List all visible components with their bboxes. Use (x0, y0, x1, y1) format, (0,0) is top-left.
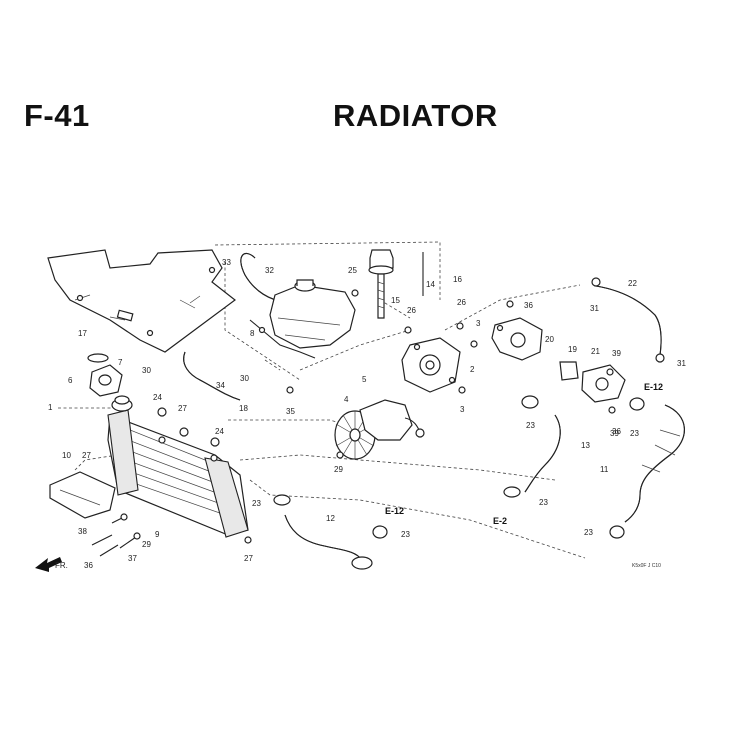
callout: 25 (348, 266, 357, 275)
part-8-bolt (258, 326, 266, 334)
callout-labels: 1 2 3 3 4 5 6 7 8 9 10 11 12 13 14 15 16… (48, 258, 686, 570)
callout: 37 (128, 554, 137, 563)
callout: 3 (476, 319, 481, 328)
callout: 30 (142, 366, 151, 375)
callout: 24 (215, 427, 224, 436)
callout: 30 (240, 374, 249, 383)
callout: 9 (155, 530, 160, 539)
callout: 22 (628, 279, 637, 288)
part-34-hose-inner (183, 351, 241, 401)
water-pump-housing (359, 399, 425, 441)
part-6-radiator-cap (87, 353, 123, 397)
part-11-hose (624, 404, 685, 523)
callout: 36 (84, 561, 93, 570)
callout: 15 (391, 296, 400, 305)
front-label: FR. (55, 561, 68, 570)
callout: 26 (407, 306, 416, 315)
callout: 39 (612, 349, 621, 358)
callout: 27 (244, 554, 253, 563)
callout: 12 (326, 514, 335, 523)
callout: 3 (460, 405, 465, 414)
part-12-hose-end (351, 556, 373, 570)
part-25-cap (368, 249, 394, 319)
part-12-hose (284, 514, 363, 561)
ref-e2: E-2 (493, 516, 507, 526)
callout: 27 (82, 451, 91, 460)
assembly-guide-lines (58, 241, 586, 559)
callout: 23 (630, 429, 639, 438)
water-pump-cover (401, 337, 461, 393)
part-20-thermostat-housing (491, 317, 543, 361)
callout: 23 (584, 528, 593, 537)
callout: 24 (153, 393, 162, 402)
callout: 33 (222, 258, 231, 267)
callout: 21 (591, 347, 600, 356)
part-21-thermostat-cover (559, 361, 626, 403)
callout: 31 (677, 359, 686, 368)
part-11-hose-inner (624, 404, 685, 523)
radiator-core (107, 395, 249, 538)
callout: 16 (453, 275, 462, 284)
part-32-hose-inner (240, 253, 286, 303)
front-arrow-icon (35, 557, 62, 572)
callout: 36 (612, 427, 621, 436)
callout: 35 (286, 407, 295, 416)
part-10-plate (49, 471, 116, 519)
callout: 29 (334, 465, 343, 474)
callout: 11 (600, 465, 609, 474)
callout: 6 (68, 376, 73, 385)
part-22-hose-inner (595, 285, 662, 356)
callout: 14 (426, 280, 435, 289)
reserve-tank (269, 279, 356, 349)
diagram-code: K5x0F J C10 (632, 563, 661, 569)
callout: 5 (362, 375, 367, 384)
callout: 31 (590, 304, 599, 313)
callout: 1 (48, 403, 53, 412)
callout: 23 (539, 498, 548, 507)
callout: 23 (401, 530, 410, 539)
callout: 27 (178, 404, 187, 413)
callout: 29 (142, 540, 151, 549)
ref-e12-lower: E-12 (385, 506, 404, 516)
callout: 32 (265, 266, 274, 275)
figure-code: F-41 (24, 98, 90, 133)
callout: 4 (344, 395, 349, 404)
callout: 10 (62, 451, 71, 460)
clamps-and-bolts (91, 277, 665, 557)
callout: 23 (252, 499, 261, 508)
ref-e12-upper: E-12 (644, 382, 663, 392)
part-8-bracket (249, 319, 316, 359)
callout: 7 (118, 358, 123, 367)
reference-marks: E-12 E-12 E-2 FR. K5x0F J C10 (55, 382, 663, 570)
callout: 36 (524, 301, 533, 310)
callout: 13 (581, 441, 590, 450)
callout: 18 (239, 404, 248, 413)
callout: 34 (216, 381, 225, 390)
figure-title: RADIATOR (333, 98, 498, 133)
callout: 26 (457, 298, 466, 307)
callout: 23 (526, 421, 535, 430)
callout: 38 (78, 527, 87, 536)
callout: 8 (250, 329, 255, 338)
callout: 19 (568, 345, 577, 354)
part-34-hose (183, 351, 241, 401)
callout: 17 (78, 329, 87, 338)
part-13-hose-inner (524, 414, 561, 493)
callout: 2 (470, 365, 475, 374)
callout: 20 (545, 335, 554, 344)
part-17-cover-plate (47, 249, 236, 353)
callout: 39 (610, 429, 619, 438)
part-12-hose-inner (284, 514, 363, 561)
